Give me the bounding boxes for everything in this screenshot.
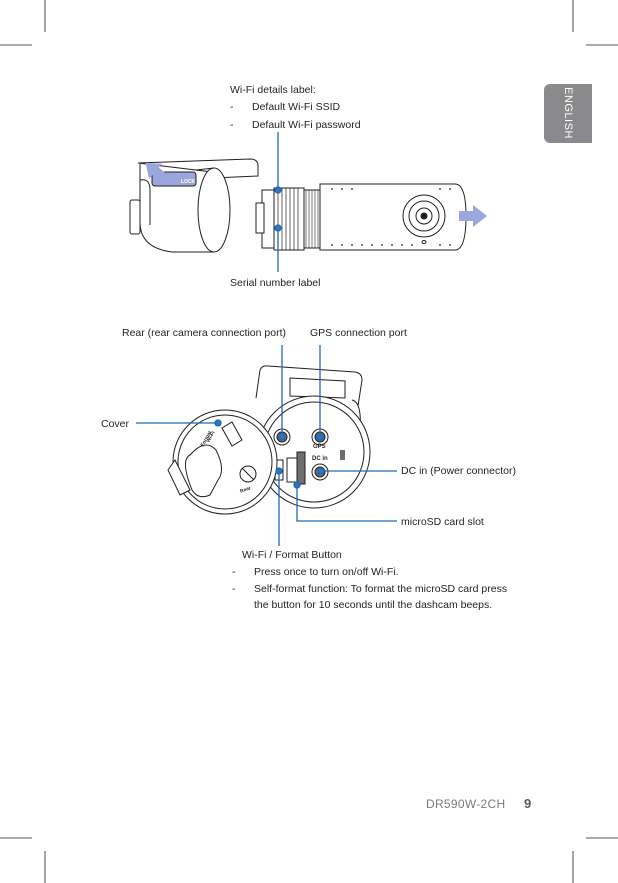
wifi-button-item-2: -Self-format function: To format the mic… bbox=[232, 583, 508, 595]
lock-label: LOCK bbox=[181, 179, 196, 185]
page-number: 9 bbox=[524, 796, 532, 811]
gps-port-label: GPS connection port bbox=[310, 327, 407, 339]
rear-port-label: Rear (rear camera connection port) bbox=[122, 327, 286, 339]
serial-number-label: Serial number label bbox=[230, 277, 321, 289]
wifi-password-item: -Default Wi-Fi password bbox=[230, 119, 361, 131]
wifi-button-item-1: -Press once to turn on/off Wi-Fi. bbox=[232, 566, 399, 578]
gps-port-text: GPS bbox=[313, 444, 326, 450]
dc-in-label: DC in (Power connector) bbox=[401, 465, 516, 477]
wifi-button-item-2-cont: the button for 10 seconds until the dash… bbox=[254, 599, 493, 611]
microsd-label: microSD card slot bbox=[401, 516, 484, 528]
cover-label: Cover bbox=[101, 418, 130, 430]
dc-port-text: DC in bbox=[312, 456, 328, 462]
wifi-ssid-item: -Default Wi-Fi SSID bbox=[230, 101, 341, 113]
language-tab: ENGLISH bbox=[544, 84, 592, 143]
footer-model: DR590W-2CH bbox=[426, 797, 506, 811]
wifi-button-title: Wi-Fi / Format Button bbox=[242, 549, 342, 561]
wifi-label-title: Wi-Fi details label: bbox=[230, 84, 316, 96]
